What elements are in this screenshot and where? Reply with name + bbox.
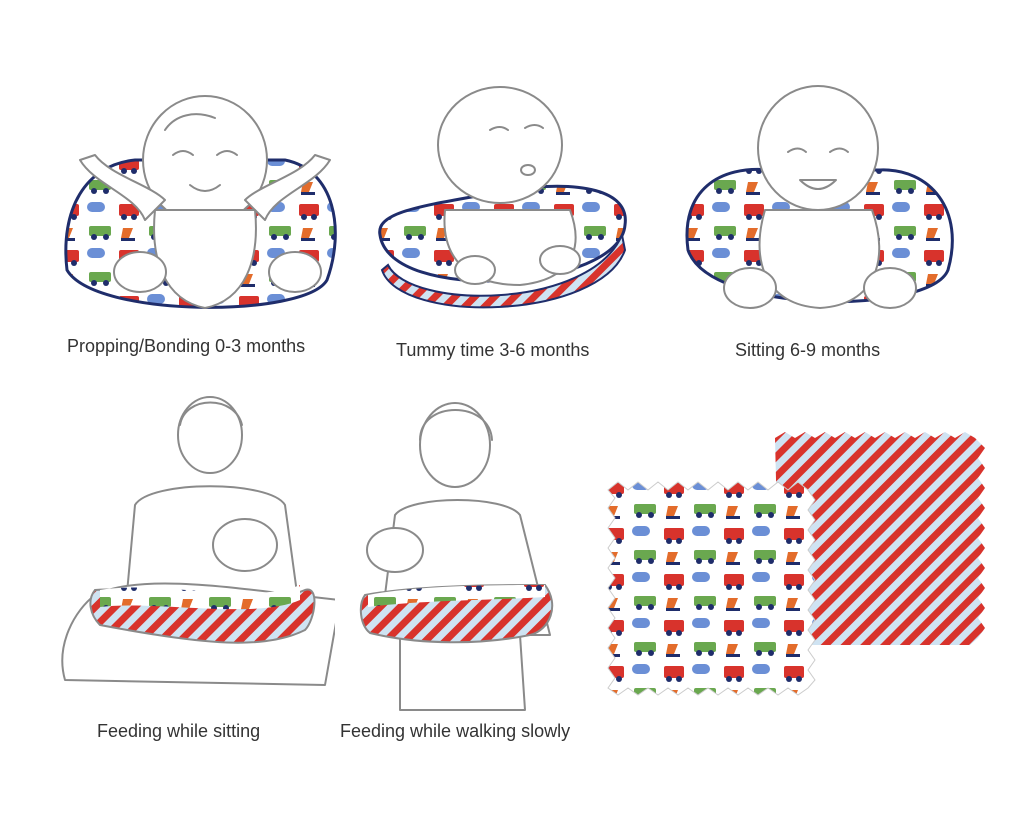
panel-tummy-time: Tummy time 3-6 months xyxy=(370,60,650,370)
panel-propping: Propping/Bonding 0-3 months xyxy=(55,60,355,370)
caption-sitting: Sitting 6-9 months xyxy=(735,340,881,360)
fabric-swatch-vehicles-and-stripes xyxy=(607,432,985,696)
baby-sitting-illustration xyxy=(685,85,954,309)
baby-propped-illustration xyxy=(64,95,337,309)
panel-feeding-sitting: Feeding while sitting xyxy=(55,385,335,755)
panel-feeding-walking: Feeding while walking slowly xyxy=(340,385,590,755)
baby-tummy-time-illustration xyxy=(378,86,627,309)
mother-feeding-sitting-illustration xyxy=(61,396,335,686)
caption-propping: Propping/Bonding 0-3 months xyxy=(67,336,306,356)
caption-feeding-walking: Feeding while walking slowly xyxy=(340,721,571,741)
mother-feeding-walking-illustration xyxy=(359,402,554,711)
caption-feeding-sitting: Feeding while sitting xyxy=(97,721,261,741)
caption-tummy-time: Tummy time 3-6 months xyxy=(396,340,590,360)
fabric-swatches xyxy=(600,430,990,710)
panel-sitting: Sitting 6-9 months xyxy=(680,60,970,370)
